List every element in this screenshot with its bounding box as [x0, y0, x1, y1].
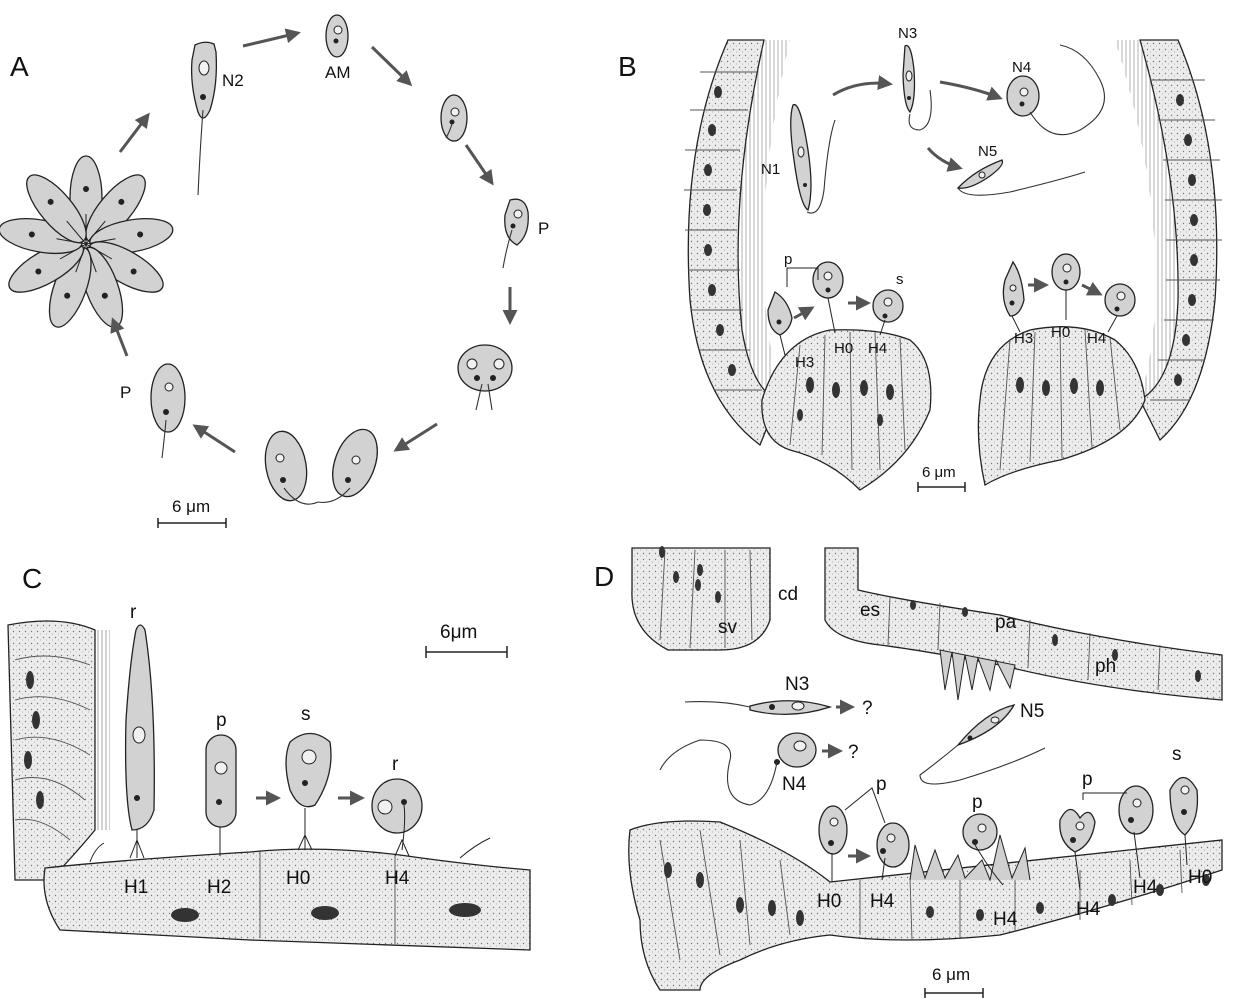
attached-cells-right [1003, 254, 1135, 332]
label-d-cd: cd [778, 584, 798, 605]
label-d-h0-a: H0 [817, 891, 841, 912]
label-c-p: p [216, 710, 227, 731]
label-c-h2: H2 [207, 877, 231, 898]
label-n2: N2 [222, 71, 244, 90]
panel-b-arrows-top [833, 82, 1000, 168]
label-n4: N4 [1012, 59, 1031, 76]
label-n5: N5 [978, 143, 997, 160]
rosette [0, 156, 175, 332]
cell-n3 [903, 46, 931, 131]
label-b-h4-left: H4 [868, 340, 887, 357]
scale-bar-b [918, 482, 965, 492]
label-b-h3-left: H3 [795, 354, 814, 371]
cell-c-s [286, 734, 331, 851]
scale-label-c: 6μm [440, 622, 477, 643]
cell-p-left [151, 364, 185, 458]
label-c-r-right: r [392, 754, 399, 775]
cell-twins [260, 423, 386, 504]
label-d-es: es [860, 600, 880, 621]
cell-n5 [958, 160, 1085, 195]
label-d-n4: N4 [782, 774, 807, 795]
label-b-p: p [784, 251, 792, 268]
label-b-s: s [896, 271, 904, 288]
scale-label-b: 6 μm [922, 464, 956, 481]
panel-d-letter: D [594, 561, 614, 592]
label-d-s: s [1172, 744, 1182, 765]
cell-p-right [503, 199, 528, 268]
cell-n1 [791, 105, 835, 214]
label-d-pa: pa [995, 612, 1017, 633]
cushion-right [978, 327, 1145, 485]
label-n1: N1 [761, 161, 780, 178]
label-d-n3: N3 [785, 674, 809, 695]
label-b-h4-right: H4 [1087, 330, 1106, 347]
label-d-h4-d: H4 [1133, 877, 1158, 898]
panel-c-letter: C [22, 563, 42, 594]
tissue-sv [632, 546, 770, 650]
panel-c: C [8, 563, 530, 950]
label-d-h0-b: H0 [1188, 867, 1212, 888]
panel-d: D sv cd [594, 546, 1222, 998]
label-b-h0-right: H0 [1051, 324, 1070, 341]
label-d-h4-a: H4 [870, 891, 895, 912]
cell-d-n3 [685, 701, 830, 715]
label-d-q2: ? [848, 742, 859, 763]
scale-bar-a [158, 518, 226, 528]
label-d-p3: p [1082, 769, 1093, 790]
label-d-h4-b: H4 [993, 909, 1018, 930]
label-c-r-top: r [130, 602, 137, 623]
label-c-h4: H4 [385, 868, 410, 889]
cell-dividing [458, 345, 512, 410]
scale-label-a: 6 μm [172, 497, 210, 516]
panel-b-letter: B [618, 51, 637, 82]
label-d-ph: ph [1095, 656, 1116, 677]
panel-a-letter: A [10, 51, 29, 82]
tissue-c-base [44, 838, 530, 950]
label-d-sv: sv [718, 617, 738, 638]
label-d-q1: ? [862, 698, 873, 719]
label-am: AM [325, 63, 351, 82]
label-p-right: P [538, 219, 549, 238]
cell-c-h1 [126, 625, 155, 858]
scale-label-d: 6 μm [932, 965, 970, 984]
label-d-n5: N5 [1020, 701, 1044, 722]
label-d-h4-c: H4 [1076, 899, 1101, 920]
tissue-c-left [8, 621, 110, 880]
panel-a: A N2 AM P [0, 15, 549, 528]
label-p-left: P [120, 383, 131, 402]
cell-am [326, 15, 348, 57]
label-b-h0-left: H0 [834, 340, 853, 357]
label-d-p1: p [876, 774, 887, 795]
cell-n2 [192, 42, 217, 195]
tissue-d-bottom [629, 821, 1222, 990]
label-c-h0: H0 [286, 868, 310, 889]
scale-bar-c [426, 646, 507, 658]
label-d-p2: p [972, 792, 983, 813]
scale-bar-d [925, 988, 983, 998]
tissue-es-pa-ph [825, 548, 1222, 700]
cell-a-3 [441, 95, 467, 141]
label-n3: N3 [898, 25, 917, 42]
cell-c-h2 [206, 735, 236, 856]
label-c-h1: H1 [124, 877, 148, 898]
label-b-h3-right: H3 [1014, 330, 1033, 347]
panel-b: B [618, 25, 1222, 492]
cell-c-r [372, 779, 422, 856]
label-c-s: s [301, 704, 311, 725]
